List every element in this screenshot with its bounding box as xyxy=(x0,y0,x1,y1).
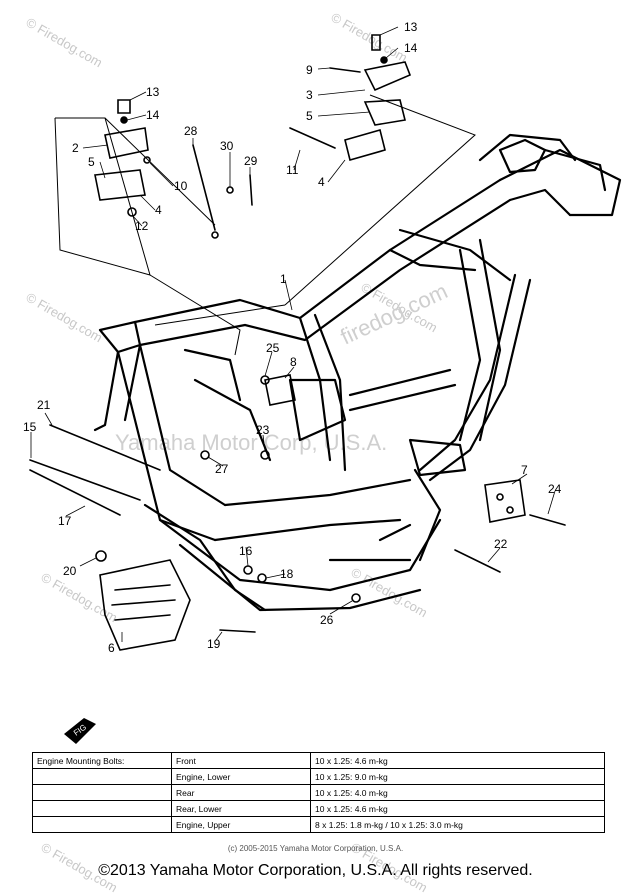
callout-label: 27 xyxy=(215,462,229,476)
motorcycle-frame xyxy=(93,133,622,612)
table-cell xyxy=(32,784,172,801)
callout-label: 24 xyxy=(548,482,562,496)
callout-label: 6 xyxy=(108,641,115,655)
table-cell: 10 x 1.25: 9.0 m-kg xyxy=(310,768,605,785)
callout-label: 14 xyxy=(146,108,160,122)
table-cell xyxy=(32,816,172,833)
table-cell: Engine, Upper xyxy=(171,816,311,833)
callout-label: 29 xyxy=(244,154,258,168)
engine-mounting-bolts-table: Engine Mounting Bolts: Front 10 x 1.25: … xyxy=(32,752,605,833)
table-cell: Engine, Lower xyxy=(171,768,311,785)
callout-label: 30 xyxy=(220,139,234,153)
callout-label: 1 xyxy=(280,272,287,286)
callout-label: 26 xyxy=(320,613,334,627)
callout-label: 2 xyxy=(72,141,79,155)
watermark: © Firedog.com xyxy=(349,565,431,621)
callout-label: 4 xyxy=(318,175,325,189)
table-row: Engine Mounting Bolts: Front 10 x 1.25: … xyxy=(32,752,605,769)
callout-label: 13 xyxy=(146,85,160,99)
table-cell: Engine Mounting Bolts: xyxy=(32,752,172,769)
table-cell xyxy=(32,768,172,785)
table-cell: Rear xyxy=(171,784,311,801)
watermark-center: Yamaha Motor Corp, U.S.A. xyxy=(115,430,387,455)
table-row: Engine, Upper 8 x 1.25: 1.8 m-kg / 10 x … xyxy=(32,816,605,833)
callout-label: 28 xyxy=(184,124,198,138)
callout-label: 9 xyxy=(306,63,313,77)
watermark: © Firedog.com xyxy=(329,10,411,66)
callout-labels: 13 14 9 3 5 11 4 13 14 2 5 10 4 12 28 30… xyxy=(23,20,562,655)
copyright-small: (c) 2005-2015 Yamaha Motor Corporation, … xyxy=(227,844,404,853)
copyright-notice: ©2013 Yamaha Motor Corporation, U.S.A. A… xyxy=(98,862,533,879)
table-cell xyxy=(32,800,172,817)
exploded-group-outline xyxy=(54,94,476,356)
table-cell: 10 x 1.25: 4.6 m-kg xyxy=(310,800,605,817)
callout-label: 11 xyxy=(286,163,299,177)
callout-label: 25 xyxy=(266,341,280,355)
callout-label: 20 xyxy=(63,564,77,578)
watermark: © Firedog.com xyxy=(39,570,121,626)
leader-lines xyxy=(30,26,556,642)
table-row: Engine, Lower 10 x 1.25: 9.0 m-kg xyxy=(32,768,605,785)
callout-label: 15 xyxy=(23,420,37,434)
table-cell: Rear, Lower xyxy=(171,800,311,817)
callout-label: 5 xyxy=(306,109,313,123)
watermark: © Firedog.com xyxy=(24,15,106,71)
callout-label: 12 xyxy=(135,219,149,233)
callout-label: 8 xyxy=(290,355,297,369)
callout-label: 17 xyxy=(58,514,72,528)
table-cell: 10 x 1.25: 4.6 m-kg xyxy=(310,752,605,769)
callout-label: 19 xyxy=(207,637,221,651)
table-cell: Front xyxy=(171,752,311,769)
fig-badge-icon: FIG xyxy=(64,718,96,744)
callout-label: 16 xyxy=(239,544,253,558)
callout-label: 7 xyxy=(521,463,528,477)
callout-label: 18 xyxy=(280,567,294,581)
watermark-site: firedog.com xyxy=(337,278,452,349)
watermark: © Firedog.com xyxy=(24,290,106,346)
table-row: Rear, Lower 10 x 1.25: 4.6 m-kg xyxy=(32,800,605,817)
callout-label: 22 xyxy=(494,537,508,551)
table-cell: 8 x 1.25: 1.8 m-kg / 10 x 1.25: 3.0 m-kg xyxy=(310,816,605,833)
callout-label: 23 xyxy=(256,423,270,437)
callout-label: 5 xyxy=(88,155,95,169)
callout-label: 13 xyxy=(404,20,418,34)
callout-label: 14 xyxy=(404,41,418,55)
callout-label: 4 xyxy=(155,203,162,217)
callout-label: 3 xyxy=(306,88,313,102)
small-parts xyxy=(29,34,566,651)
callout-label: 21 xyxy=(37,398,51,412)
callout-label: 10 xyxy=(174,179,188,193)
table-cell: 10 x 1.25: 4.0 m-kg xyxy=(310,784,605,801)
table-row: Rear 10 x 1.25: 4.0 m-kg xyxy=(32,784,605,801)
